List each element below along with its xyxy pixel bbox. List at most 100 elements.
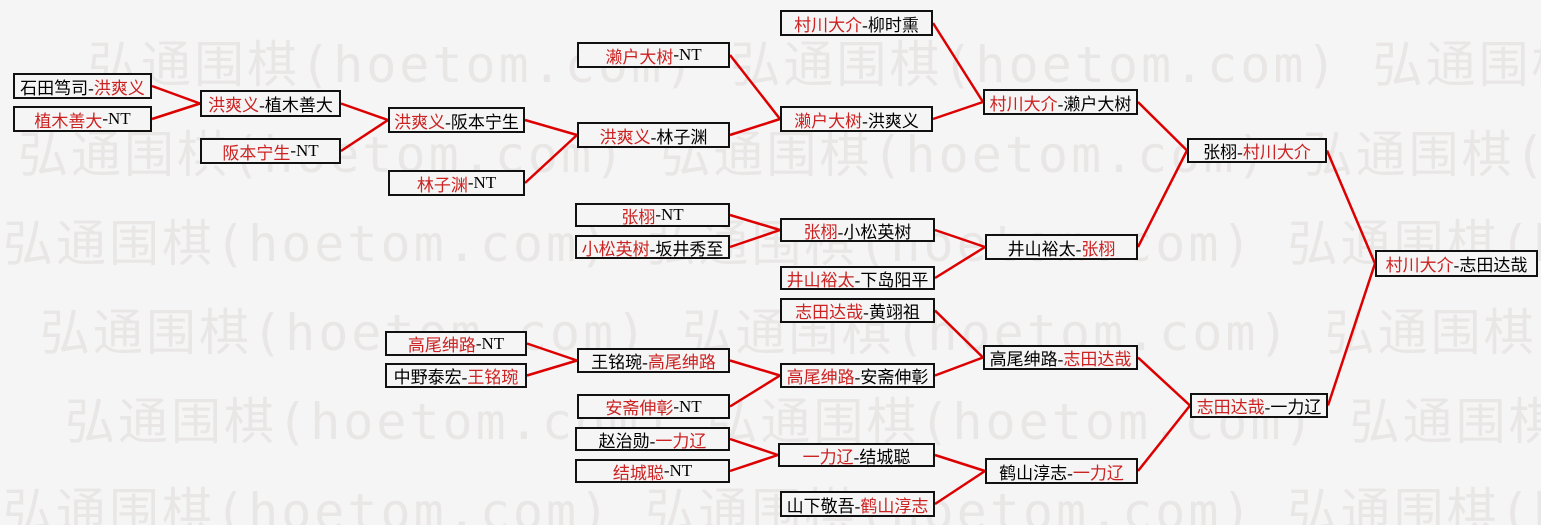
player-name: 王铭琬-: [591, 353, 648, 372]
match-box-d7[interactable]: 赵治勋-一力辽: [575, 427, 730, 451]
winner-name: 濑户大树: [605, 47, 674, 67]
bracket-line: [151, 84, 201, 105]
winner-name: 村川大介: [989, 94, 1058, 114]
player-name: 山下敬吾-: [786, 496, 861, 516]
match-box-d8[interactable]: 结城聪-NT: [575, 459, 730, 483]
winner-name: 林子渊: [416, 175, 468, 195]
match-box-g2[interactable]: 志田达哉-一力辽: [1190, 393, 1328, 418]
bracket-line: [729, 374, 781, 408]
player-name: -柳时熏: [862, 15, 919, 35]
bracket-line: [729, 437, 779, 457]
player-name: 高尾绅路-: [989, 350, 1064, 369]
match-box-d6[interactable]: 安斋伸彰-NT: [577, 394, 730, 419]
bracket-line: [1326, 263, 1377, 406]
winner-name: 植木善大: [34, 111, 103, 131]
match-box-b2[interactable]: 阪本宁生-NT: [200, 138, 341, 164]
match-box-d4[interactable]: 小松英树-坂井秀至: [575, 235, 730, 259]
winner-name: 一力辽: [1072, 463, 1124, 483]
winner-name: 张栩: [1081, 239, 1116, 259]
watermark-text: 弘通围棋(hoetom.com) 弘通围棋(hoetom.com) 弘通围棋(h…: [3, 483, 1541, 525]
match-box-c2[interactable]: 林子渊-NT: [388, 170, 525, 196]
match-box-e7[interactable]: 一力辽-结城聪: [778, 443, 935, 467]
player-name: 张栩-: [1203, 143, 1243, 162]
bracket-line: [729, 359, 781, 377]
bracket-line: [526, 359, 578, 377]
winner-name: 张栩: [621, 207, 656, 227]
match-box-d5[interactable]: 王铭琬-高尾绅路: [577, 348, 730, 373]
winner-name: 张栩: [803, 222, 838, 242]
match-box-e6[interactable]: 高尾绅路-安斋伸彰: [780, 363, 935, 388]
winner-name: 洪爽义: [93, 78, 145, 98]
winner-name: 王铭琬: [467, 368, 519, 387]
winner-name: 一力辽: [802, 447, 854, 467]
match-box-e1[interactable]: 村川大介-柳时熏: [780, 10, 933, 36]
winner-name: 井山裕太: [786, 270, 855, 290]
match-box-c3[interactable]: 高尾绅路-NT: [385, 331, 527, 356]
player-name: -NT: [663, 461, 693, 480]
player-name: -坂井秀至: [649, 239, 724, 259]
match-box-f2[interactable]: 井山裕太-张栩: [985, 234, 1138, 260]
match-box-d2[interactable]: 洪爽义-林子渊: [577, 122, 730, 148]
winner-name: 濑户大树: [794, 111, 863, 131]
player-name: -濑户大树: [1057, 94, 1132, 114]
bracket-line: [524, 118, 578, 137]
bracket-line: [1325, 150, 1377, 264]
winner-name: 志田达哉: [1063, 350, 1132, 369]
player-name: -黄翊祖: [863, 303, 920, 322]
match-box-d3[interactable]: 张栩-NT: [575, 203, 730, 227]
match-box-e3[interactable]: 张栩-小松英树: [780, 218, 935, 242]
bracket-line: [729, 213, 781, 232]
winner-name: 结城聪: [612, 463, 664, 483]
player-name: -林子渊: [650, 127, 708, 147]
match-box-e4[interactable]: 井山裕太-下岛阳平: [780, 266, 935, 290]
match-box-c1[interactable]: 洪爽义-阪本宁生: [388, 107, 525, 133]
bracket-line: [934, 356, 984, 377]
match-box-f1[interactable]: 村川大介-濑户大树: [983, 89, 1138, 115]
bracket-line: [934, 469, 986, 506]
match-box-h1[interactable]: 村川大介-志田达哉: [1375, 250, 1538, 277]
match-box-b1[interactable]: 洪爽义-植木善大: [200, 90, 341, 117]
winner-name: 村川大介: [794, 15, 863, 35]
bracket-line: [932, 100, 984, 121]
match-box-g1[interactable]: 张栩-村川大介: [1187, 138, 1327, 163]
player-name: 鹤山淳志-: [999, 463, 1073, 483]
match-box-f3[interactable]: 高尾绅路-志田达哉: [983, 345, 1138, 370]
bracket-line: [934, 309, 984, 359]
bracket-line: [340, 118, 389, 153]
match-box-d1[interactable]: 濑户大树-NT: [577, 42, 730, 68]
bracket-line: [1137, 356, 1191, 407]
player-name: -小松英树: [837, 222, 912, 242]
player-name: -阪本宁生: [445, 112, 519, 132]
bracket-line: [729, 228, 781, 249]
match-box-c4[interactable]: 中野泰宏-王铭琬: [385, 363, 527, 388]
match-box-a2[interactable]: 植木善大-NT: [13, 106, 152, 132]
match-box-a1[interactable]: 石田笃司-洪爽义: [13, 73, 152, 99]
player-name: -志田达哉: [1453, 256, 1528, 275]
player-name: -下岛阳平: [854, 270, 929, 290]
winner-name: 洪爽义: [599, 127, 651, 147]
player-name: -植木善大: [259, 96, 333, 115]
match-box-e5[interactable]: 志田达哉-黄翊祖: [780, 298, 935, 323]
match-box-e8[interactable]: 山下敬吾-鹤山淳志: [780, 491, 935, 517]
bracket-line: [934, 228, 986, 249]
winner-name: 高尾绅路: [647, 353, 716, 372]
bracket-line: [934, 453, 986, 473]
player-name: -NT: [102, 109, 131, 128]
player-name: 井山裕太-: [1007, 239, 1082, 259]
match-box-e2[interactable]: 濑户大树-洪爽义: [780, 106, 933, 132]
player-name: -NT: [655, 205, 684, 224]
player-name: -一力辽: [1264, 398, 1322, 417]
winner-name: 高尾绅路: [786, 368, 855, 387]
player-name: -NT: [475, 333, 505, 353]
player-name: -安斋伸彰: [854, 368, 929, 387]
bracket-line: [729, 117, 781, 137]
winner-name: 安斋伸彰: [605, 399, 674, 418]
player-name: 赵治勋-: [598, 431, 656, 451]
match-box-f4[interactable]: 鹤山淳志-一力辽: [985, 458, 1138, 484]
winner-name: 洪爽义: [208, 96, 260, 115]
player-name: -NT: [467, 173, 497, 192]
watermark-text: 弘通围棋(hoetom.com) 弘通围棋(hoetom.com) 弘通围棋(h…: [88, 36, 1541, 94]
bracket-line: [524, 134, 578, 184]
winner-name: 志田达哉: [1196, 398, 1265, 417]
